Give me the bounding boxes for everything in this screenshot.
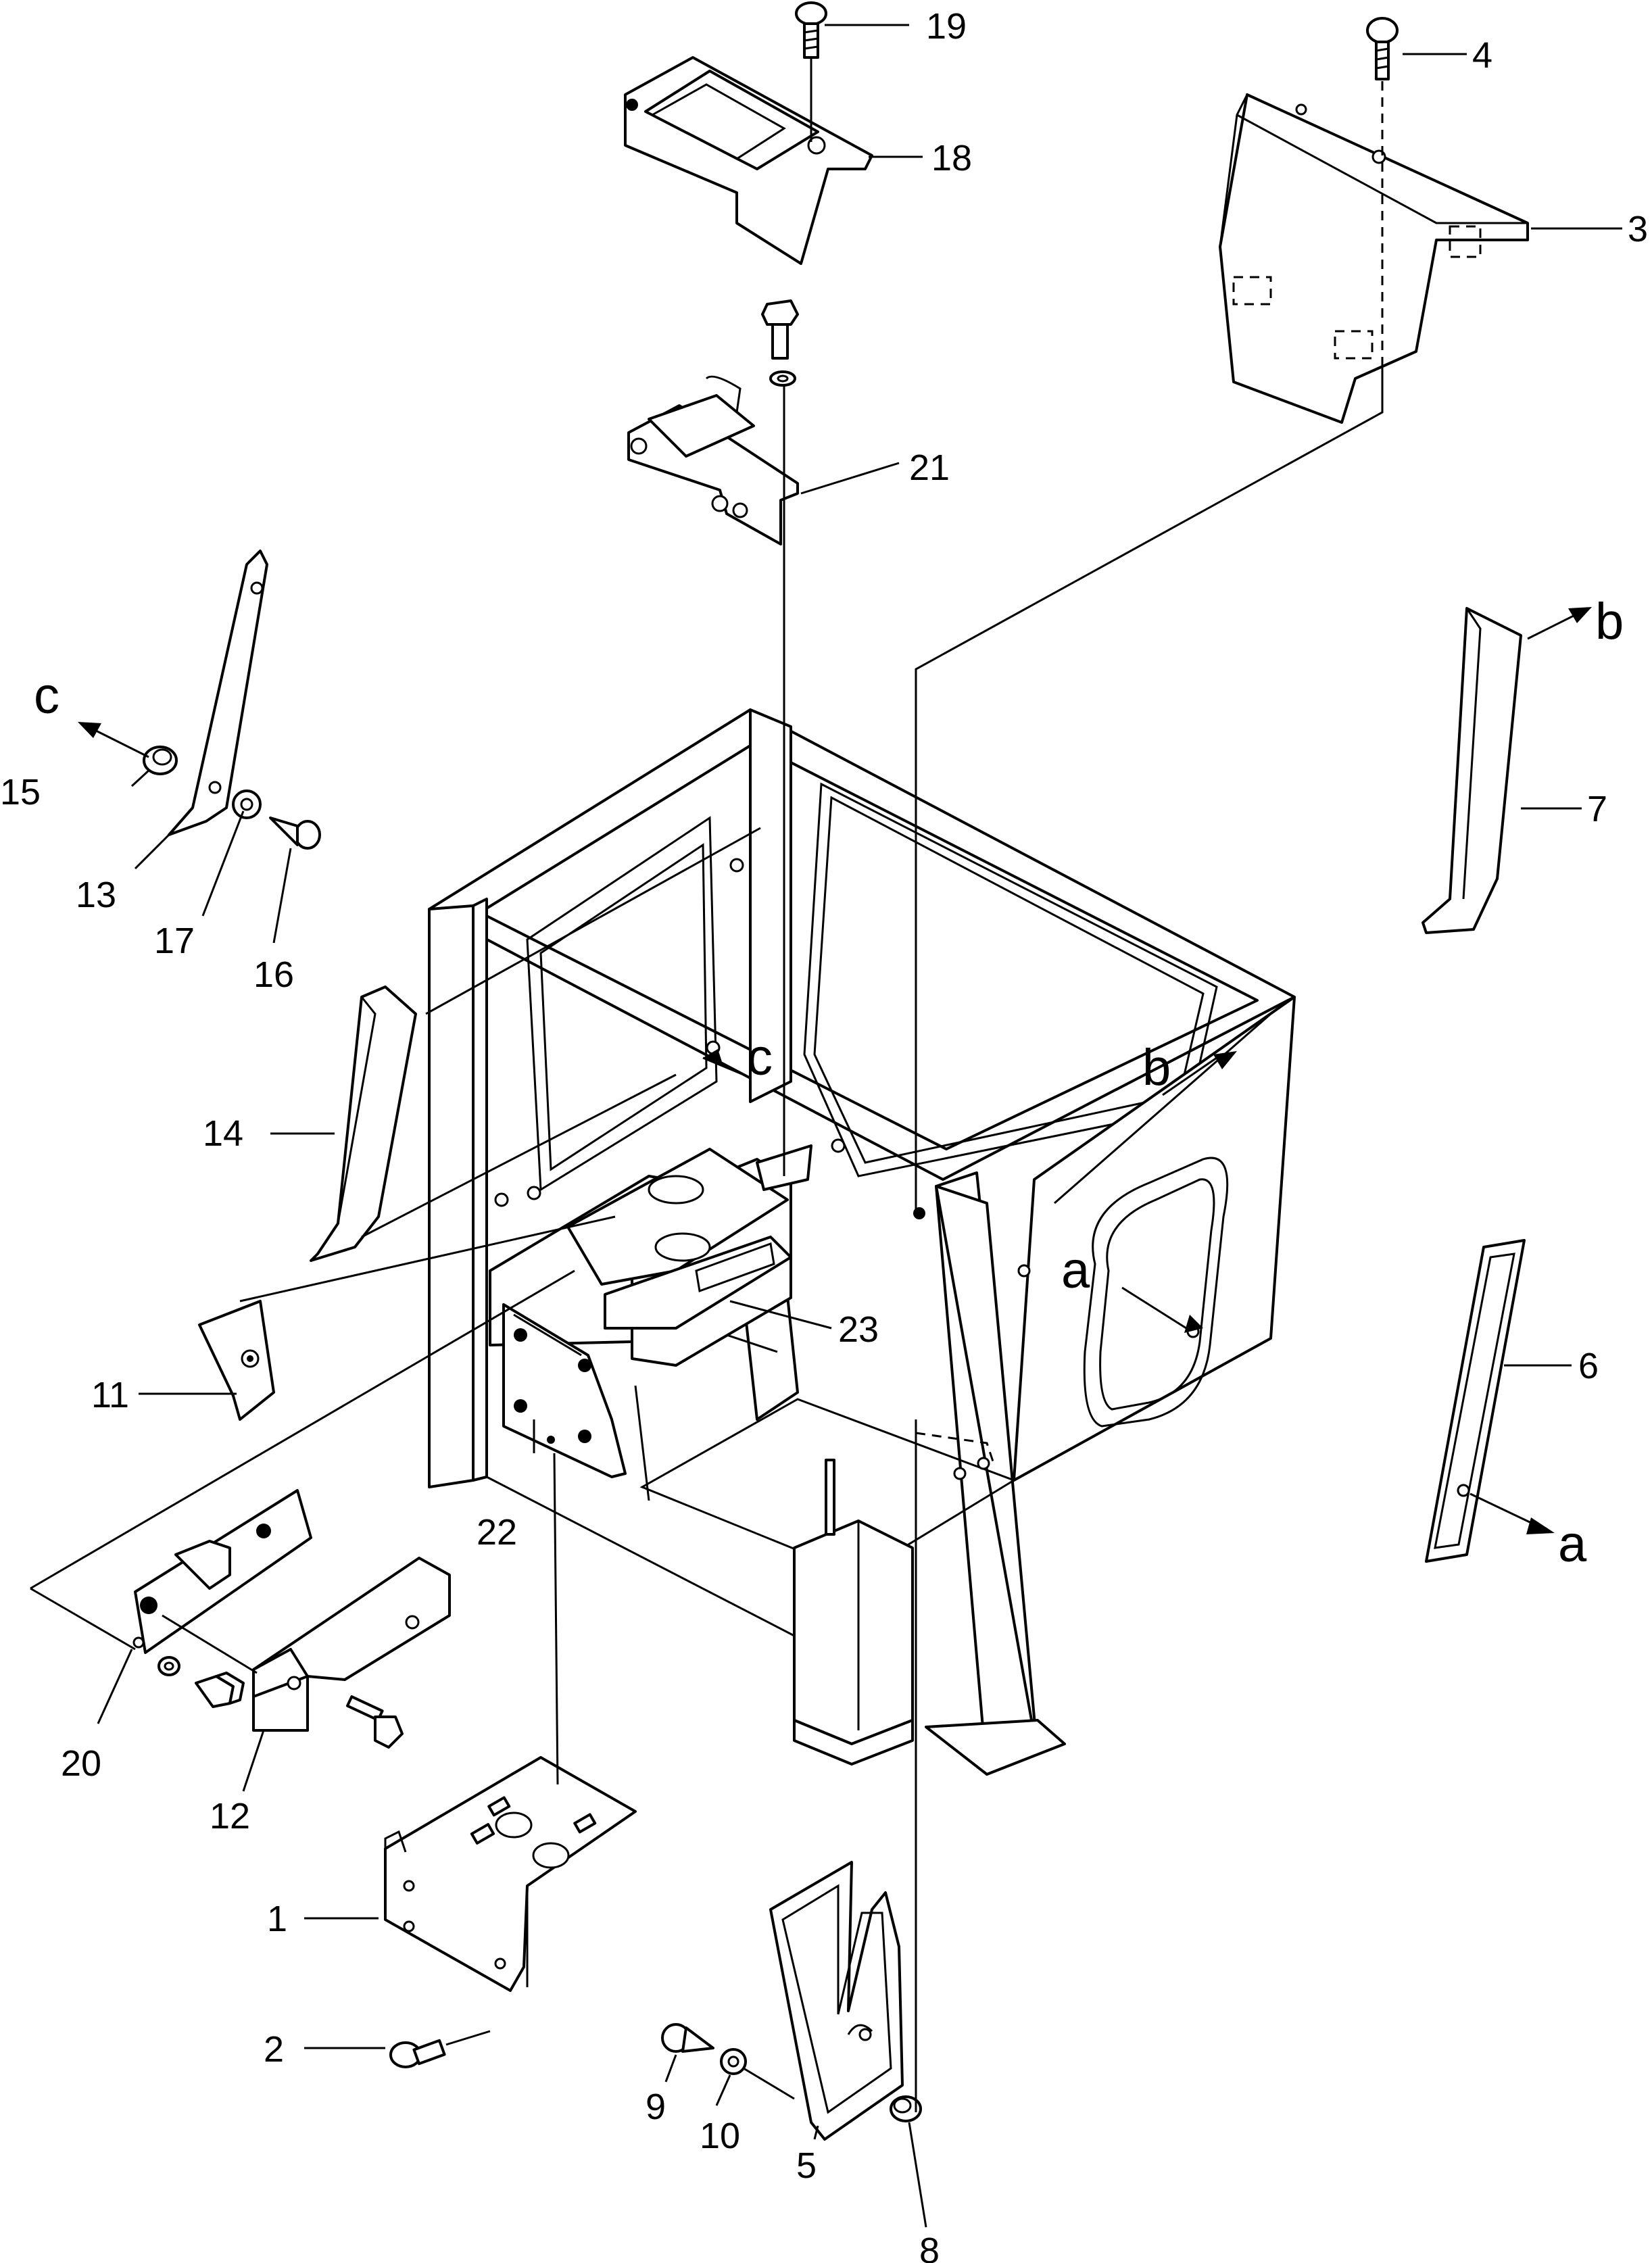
part-1-bracket — [384, 1756, 637, 1992]
part-8-cap — [890, 2095, 922, 2122]
part-20-bracket — [132, 1489, 312, 1654]
part-9-screw — [661, 2023, 714, 2053]
ref-a-cab: a — [1061, 1242, 1090, 1299]
part-19-screw — [795, 1, 827, 59]
bolt-and-washer — [761, 299, 799, 387]
callout-4: 4 — [1472, 35, 1492, 76]
part-6-trim — [1425, 1239, 1526, 1563]
part-4-screw — [1366, 17, 1399, 80]
part-10-washer — [720, 2048, 747, 2075]
cab-frame — [428, 708, 1296, 1776]
reference-letters: c c b b a a — [34, 593, 1624, 1573]
callout-17: 17 — [154, 921, 195, 961]
bolt-12 — [345, 1695, 404, 1749]
callout-20: 20 — [61, 1743, 101, 1784]
callout-22: 22 — [477, 1512, 517, 1553]
callout-labels: 1 2 3 4 5 6 7 8 9 10 11 12 13 14 15 16 1… — [0, 6, 1648, 2263]
part-18-bracket — [624, 56, 873, 265]
washer-and-bolt-20 — [157, 1656, 245, 1708]
ref-b-right: b — [1595, 593, 1624, 650]
part-11-bracket — [198, 1300, 275, 1421]
callout-23: 23 — [838, 1309, 879, 1350]
callout-13: 13 — [76, 875, 116, 915]
part-13-strip — [168, 550, 268, 836]
callout-8: 8 — [919, 2231, 940, 2263]
callout-16: 16 — [253, 954, 294, 995]
part-7-trim — [1422, 607, 1522, 934]
callout-21: 21 — [909, 447, 950, 488]
ref-c-cab: c — [747, 1029, 773, 1086]
part-16-screw — [269, 817, 321, 850]
reference-arrows — [78, 607, 1592, 1534]
callout-7: 7 — [1587, 789, 1607, 829]
part-5-frame — [769, 1861, 904, 2141]
callout-9: 9 — [646, 2087, 666, 2127]
callout-2: 2 — [264, 2029, 284, 2070]
callout-5: 5 — [796, 2145, 817, 2186]
callout-12: 12 — [210, 1796, 250, 1836]
part-3-cover — [1219, 93, 1529, 424]
part-21-bracket — [627, 375, 799, 545]
callout-11: 11 — [91, 1375, 129, 1415]
ref-c-left: c — [34, 667, 59, 725]
callout-6: 6 — [1578, 1346, 1599, 1386]
callout-1: 1 — [267, 1899, 287, 1939]
part-15-cap — [143, 746, 178, 775]
ref-a-right: a — [1558, 1515, 1587, 1573]
ref-b-cab: b — [1142, 1039, 1171, 1096]
callout-19: 19 — [926, 6, 967, 47]
assembly-lines — [30, 57, 1384, 2112]
callout-3: 3 — [1628, 209, 1648, 249]
callout-leaders — [97, 24, 1622, 2228]
part-14-trim — [310, 986, 417, 1262]
callout-14: 14 — [203, 1113, 243, 1154]
part-12-plate — [252, 1557, 451, 1732]
callout-10: 10 — [700, 2116, 740, 2156]
callout-15: 15 — [0, 772, 41, 812]
part-17-washer — [232, 789, 262, 819]
callout-18: 18 — [931, 138, 972, 178]
part-2-screw — [389, 2039, 446, 2068]
